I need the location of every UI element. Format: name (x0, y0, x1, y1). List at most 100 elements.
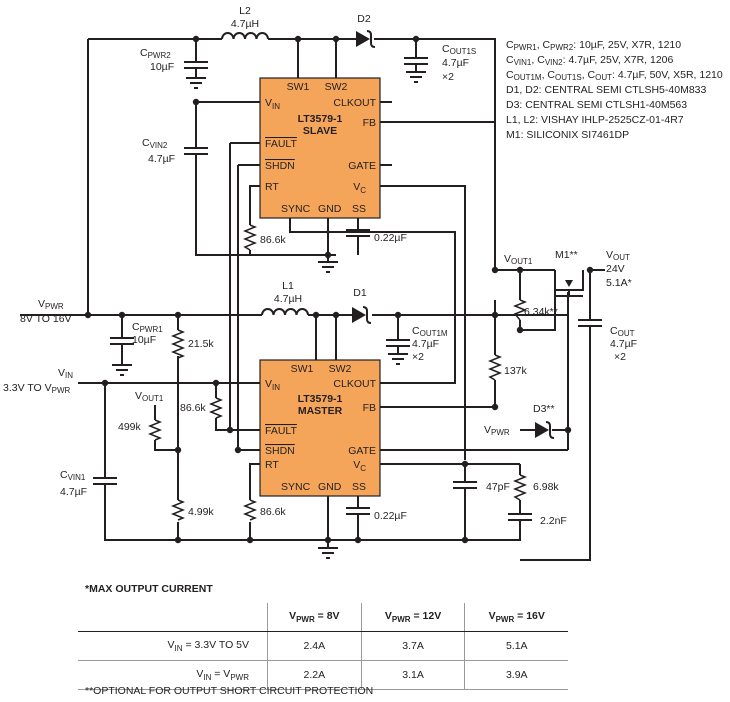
r-634k-value: 6.34k** (524, 306, 558, 318)
vout-current: 5.1A* (606, 277, 632, 289)
vpwr-label: VPWR (38, 298, 64, 311)
vout-voltage: 24V (606, 263, 625, 275)
cout1s-mult: ×2 (442, 71, 454, 83)
slave-pin-shdn: SHDN (265, 160, 295, 172)
master-pin-gnd: GND (318, 481, 342, 493)
table-header-8v: VPWR = 8V (267, 603, 362, 632)
slave-pin-gnd: GND (318, 203, 342, 215)
slave-pin-vc: VC (353, 181, 366, 195)
slave-pin-fb: FB (363, 117, 376, 129)
master-pin-fault: FAULT (265, 425, 297, 437)
ground-symbols (318, 261, 338, 559)
diode-d1: D1 (352, 287, 372, 324)
d1-ref: D1 (353, 287, 367, 299)
slave-pin-gate: GATE (348, 160, 376, 172)
table-cell: 2.2A (267, 660, 362, 690)
net-labels: VPWR 8V TO 16V VIN 3.3V TO VPWR VOUT1 VO… (3, 249, 632, 437)
diode-d2: D2 (356, 13, 376, 48)
l1-ref: L1 (282, 280, 294, 292)
vpwr-d3-label: VPWR (484, 424, 510, 437)
slave-pin-vin: VIN (265, 97, 280, 111)
table-header-row: VPWR = 8V VPWR = 12V VPWR = 16V (78, 603, 568, 632)
master-pin-vin: VIN (265, 378, 280, 392)
master-pin-vc: VC (353, 459, 366, 473)
slave-pin-clkout: CLKOUT (333, 97, 376, 109)
l2-value: 4.7µH (231, 18, 259, 30)
note-cout: COUT1M, COUT1S, COUT: 4.7µF, 50V, X5R, 1… (506, 69, 723, 82)
cout1s-ref: COUT1S (442, 43, 476, 56)
master-pin-shdn: SHDN (265, 445, 295, 457)
master-ic-name: LT3579-1 (298, 393, 343, 405)
m1-ref: M1** (555, 249, 578, 261)
note-m1: M1: SILICONIX SI7461DP (506, 129, 629, 141)
table-row: VIN = 3.3V TO 5V 2.4A 3.7A 5.1A (78, 631, 568, 661)
r-rt-slave-value: 86.6k (260, 234, 286, 246)
master-pin-sync: SYNC (281, 481, 311, 493)
cvin1-ref: CVIN1 (60, 469, 86, 482)
r-rt-master-value: 86.6k (260, 506, 286, 518)
cpwr2-ref: CPWR2 (140, 47, 171, 60)
cout-ref: COUT (610, 325, 635, 338)
table-header-12v: VPWR = 12V (360, 603, 465, 632)
master-pin-sw2: SW2 (329, 363, 352, 375)
cout1s-value: 4.7µF (442, 57, 469, 69)
cvin1-value: 4.7µF (60, 486, 87, 498)
d2-ref: D2 (357, 13, 371, 25)
table-row-label: VIN = VPWR (78, 660, 268, 690)
master-pin-gate: GATE (348, 445, 376, 457)
footnote: **OPTIONAL FOR OUTPUT SHORT CIRCUIT PROT… (85, 685, 374, 697)
note-cvin: CVIN1, CVIN2: 4.7µF, 25V, X7R, 1206 (506, 54, 674, 67)
r-499k-value: 499k (118, 421, 142, 433)
inductor-l1: L1 4.7µH (261, 280, 309, 316)
cpwr1-value: 10µF (132, 334, 156, 346)
master-pin-clkout: CLKOUT (333, 378, 376, 390)
r-698k-value: 6.98k (533, 481, 559, 493)
slave-ic-role: SLAVE (303, 125, 337, 137)
vout1-label-left: VOUT1 (135, 390, 164, 403)
l1-value: 4.7µH (274, 293, 302, 305)
c-ss-slave-value: 0.22µF (374, 232, 407, 244)
vout-label: VOUT (606, 249, 630, 262)
slave-pin-ss: SS (352, 203, 366, 215)
slave-ic-name: LT3579-1 (298, 113, 343, 125)
cout-value: 4.7µF (610, 338, 637, 350)
cpwr2-value: 10µF (150, 61, 174, 73)
table-cell: 2.4A (267, 631, 362, 661)
master-pin-ss: SS (352, 481, 366, 493)
cvin2-ref: CVIN2 (142, 137, 168, 150)
cout1m-value: 4.7µF (412, 338, 439, 350)
table-cell: 3.7A (360, 631, 465, 661)
table-cell: 3.1A (360, 660, 465, 690)
cout-mult: ×2 (614, 351, 626, 363)
note-d1-d2: D1, D2: CENTRAL SEMI CTLSH5-40M833 (506, 84, 707, 96)
r-137k-value: 137k (504, 365, 528, 377)
cout1m-ref: COUT1M (412, 325, 448, 338)
master-pin-rt: RT (265, 459, 279, 471)
cvin2-value: 4.7µF (148, 153, 175, 165)
c-47p-value: 47pF (486, 481, 510, 493)
vout1-label-right: VOUT1 (504, 253, 533, 266)
slave-pin-sw2: SW2 (325, 81, 348, 93)
table-cell: 5.1A (464, 631, 568, 661)
l2-ref: L2 (239, 5, 251, 17)
master-ic-role: MASTER (298, 405, 343, 417)
d3-ref: D3** (533, 403, 555, 415)
master-pin-sw1: SW1 (291, 363, 314, 375)
slave-pin-rt: RT (265, 181, 279, 193)
note-cpwr: CPWR1, CPWR2: 10µF, 25V, X7R, 1210 (506, 39, 681, 52)
slave-pin-sw1: SW1 (287, 81, 310, 93)
table-row: VIN = VPWR 2.2A 3.1A 3.9A (78, 660, 568, 690)
table-title: *MAX OUTPUT CURRENT (85, 583, 213, 595)
mosfet-m1: M1** (554, 249, 584, 297)
table-row-label: VIN = 3.3V TO 5V (78, 631, 268, 661)
inductor-l2: L2 4.7µH (221, 5, 269, 40)
r-215k-value: 21.5k (188, 338, 214, 350)
cpwr1-ref: CPWR1 (132, 321, 163, 334)
capacitors (93, 57, 602, 528)
cout1m-mult: ×2 (412, 351, 424, 363)
junctions (84, 35, 594, 544)
ic-slave: SW1 SW2 VIN CLKOUT LT3579-1 SLAVE FB FAU… (259, 77, 381, 219)
r-866k-fault-value: 86.6k (180, 402, 206, 414)
component-labels: CPWR2 10µF COUT1S 4.7µF ×2 CVIN2 4.7µF 8… (60, 43, 637, 527)
vpwr-range: 8V TO 16V (20, 313, 72, 325)
